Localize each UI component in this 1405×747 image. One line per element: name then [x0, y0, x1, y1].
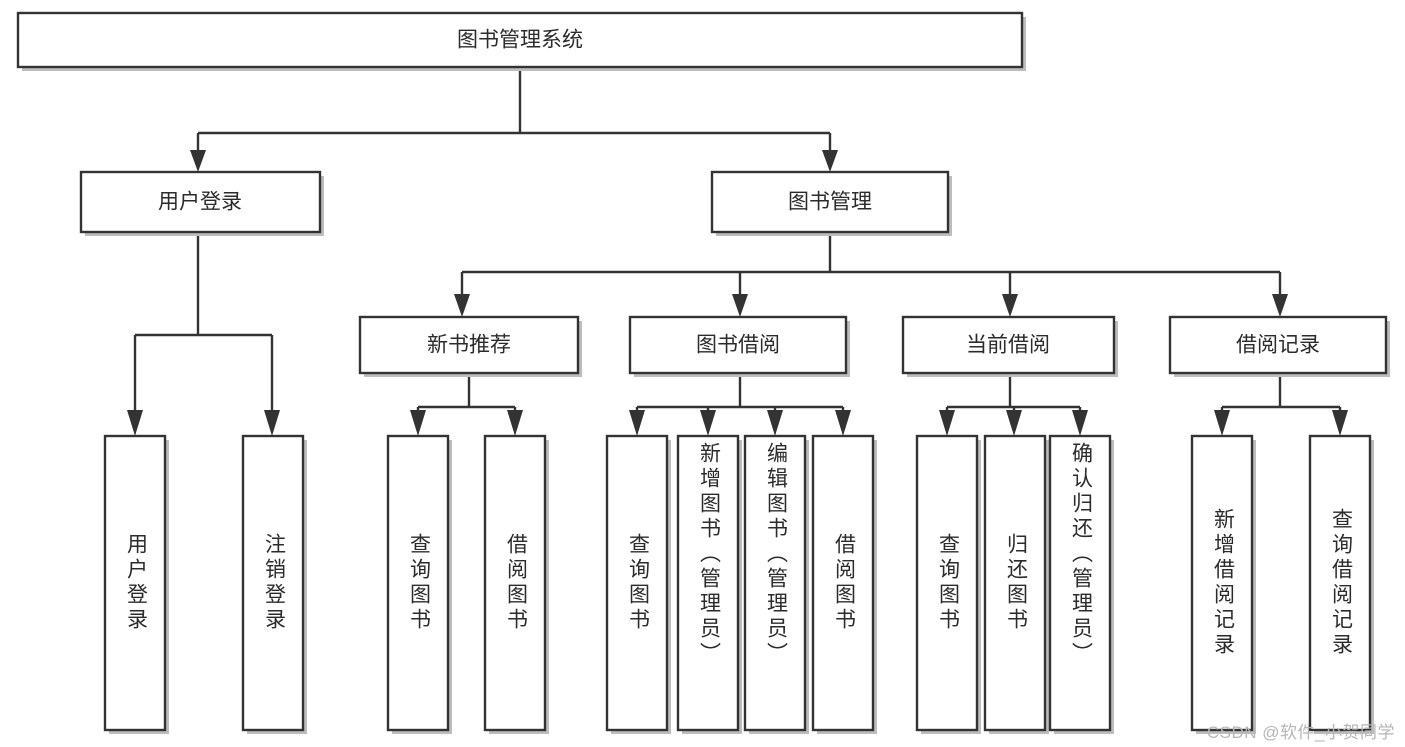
- node-leaf-query-book-1[interactable]: [386, 434, 452, 734]
- node-root[interactable]: 图书管理系统: [16, 11, 1026, 71]
- arrow-to-leaf-add-record: [1214, 410, 1230, 436]
- node-leaf-edit-book-box[interactable]: [743, 434, 807, 732]
- node-current-borrow-box[interactable]: [901, 315, 1116, 375]
- arrow-to-leaf-borrow-book-2: [835, 410, 851, 436]
- arrow-to-book-borrow: [732, 294, 748, 317]
- connector-group-root: [190, 67, 838, 172]
- node-leaf-query-book-2-box[interactable]: [605, 434, 669, 732]
- node-current-borrow-label: 当前借阅: [966, 334, 1050, 357]
- arrow-to-borrow-record: [1272, 294, 1288, 317]
- node-leaf-query-book-3[interactable]: [915, 434, 981, 734]
- arrow-to-leaf-add-book: [700, 410, 716, 436]
- node-new-book-recommend-label: 新书推荐: [427, 334, 511, 357]
- node-user-login-box[interactable]: [79, 170, 322, 234]
- arrow-to-user-login: [190, 150, 206, 172]
- node-leaf-user-login[interactable]: [103, 434, 169, 734]
- connector-group-borrow-record: [1214, 373, 1348, 436]
- node-leaf-query-book-3-box[interactable]: [915, 434, 979, 732]
- node-book-borrow-label: 图书借阅: [696, 334, 780, 357]
- arrow-to-leaf-confirm-return: [1072, 410, 1088, 436]
- node-leaf-add-record[interactable]: [1190, 434, 1256, 734]
- node-current-borrow[interactable]: 当前借阅: [901, 315, 1118, 377]
- arrow-to-leaf-edit-book: [767, 410, 783, 436]
- arrow-to-current-borrow: [1002, 294, 1018, 317]
- arrow-to-leaf-query-book-3: [939, 410, 955, 436]
- node-leaf-borrow-book-2[interactable]: [811, 434, 877, 734]
- node-book-borrow-box[interactable]: [628, 315, 848, 375]
- arrow-to-leaf-query-book-2: [629, 410, 645, 436]
- node-leaf-confirm-return-box[interactable]: [1048, 434, 1112, 732]
- arrow-to-leaf-user-login: [127, 410, 143, 436]
- node-leaf-logout-login[interactable]: [241, 434, 307, 734]
- node-leaf-query-record-box[interactable]: [1308, 434, 1372, 732]
- arrow-to-leaf-query-book-1: [410, 410, 426, 436]
- node-borrow-record[interactable]: 借阅记录: [1168, 315, 1390, 377]
- arrow-to-new-book-recommend: [454, 294, 470, 317]
- node-borrow-record-box[interactable]: [1168, 315, 1388, 375]
- arrow-to-leaf-return-book: [1006, 410, 1022, 436]
- node-user-login-label: 用户登录: [158, 191, 242, 214]
- connector-group-user-login: [127, 232, 280, 436]
- node-leaf-user-login-box[interactable]: [103, 434, 167, 732]
- node-leaf-borrow-book-1-box[interactable]: [483, 434, 547, 732]
- node-leaf-add-book[interactable]: [676, 434, 742, 734]
- node-user-login[interactable]: 用户登录: [79, 170, 324, 236]
- node-root-box[interactable]: [16, 11, 1024, 69]
- node-leaf-confirm-return[interactable]: [1048, 434, 1114, 734]
- node-leaf-add-record-box[interactable]: [1190, 434, 1254, 732]
- node-leaf-edit-book[interactable]: [743, 434, 809, 734]
- arrow-to-leaf-logout-login: [264, 410, 280, 436]
- node-leaf-query-book-2[interactable]: [605, 434, 671, 734]
- node-book-manage[interactable]: 图书管理: [710, 170, 952, 236]
- arrow-to-leaf-query-record: [1332, 410, 1348, 436]
- arrow-to-book-manage: [822, 150, 838, 172]
- csdn-watermark: CSDN @软件_小贺同学: [1206, 723, 1395, 742]
- node-book-manage-box[interactable]: [710, 170, 950, 234]
- connector-group-new-book-recommend: [410, 373, 523, 436]
- arrow-to-leaf-borrow-book-1: [507, 410, 523, 436]
- connector-group-book-borrow: [629, 373, 851, 436]
- node-leaf-return-book[interactable]: [983, 434, 1049, 734]
- node-leaf-logout-login-box[interactable]: [241, 434, 305, 732]
- node-new-book-recommend[interactable]: 新书推荐: [358, 315, 582, 377]
- node-new-book-recommend-box[interactable]: [358, 315, 580, 375]
- node-book-borrow[interactable]: 图书借阅: [628, 315, 850, 377]
- node-leaf-borrow-book-2-box[interactable]: [811, 434, 875, 732]
- node-leaf-add-book-box[interactable]: [676, 434, 740, 732]
- connector-group-current-borrow: [939, 373, 1088, 436]
- node-leaf-query-book-1-box[interactable]: [386, 434, 450, 732]
- node-leaf-borrow-book-1[interactable]: [483, 434, 549, 734]
- node-leaf-query-record[interactable]: [1308, 434, 1374, 734]
- node-borrow-record-label: 借阅记录: [1236, 334, 1320, 357]
- node-root-label: 图书管理系统: [457, 29, 583, 52]
- node-book-manage-label: 图书管理: [788, 191, 872, 214]
- connector-group-book-manage: [454, 232, 1288, 317]
- node-leaf-return-book-box[interactable]: [983, 434, 1047, 732]
